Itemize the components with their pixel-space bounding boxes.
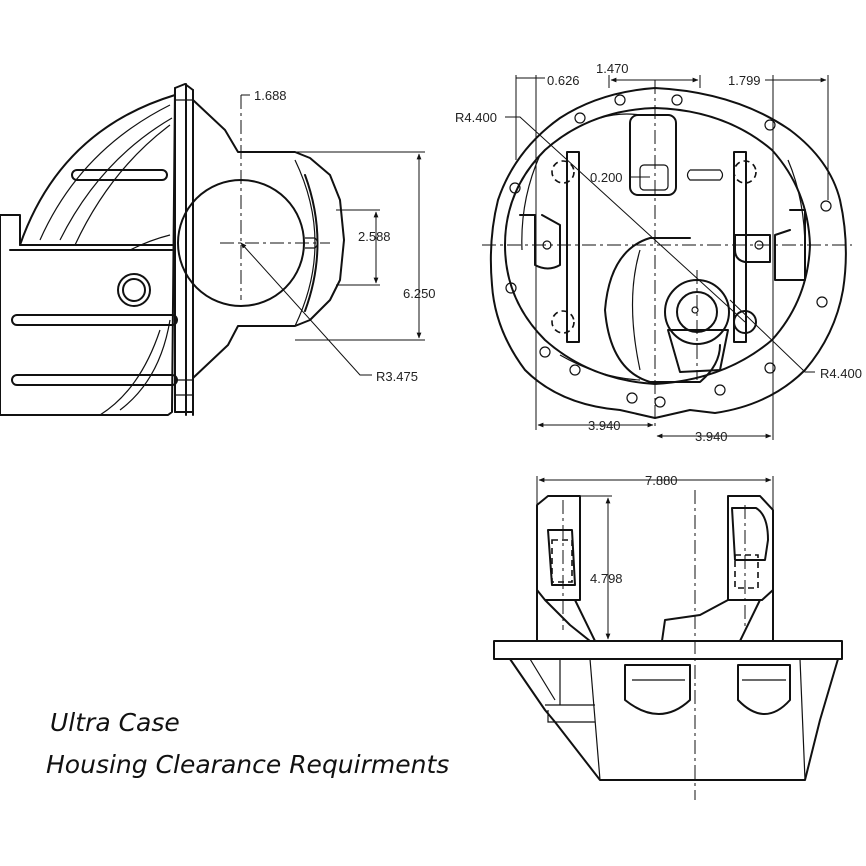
side-rib-lower2	[11, 374, 178, 386]
dim-4798-label: 4.798	[590, 571, 623, 586]
side-curves	[99, 234, 171, 416]
front-right-boss	[774, 209, 806, 281]
dashed-hole-1	[551, 160, 575, 184]
top-left-tower-cap	[547, 529, 576, 586]
front-differential	[604, 237, 721, 383]
side-housing-outline	[0, 83, 345, 416]
caption-title: Ultra Case	[50, 708, 180, 737]
side-rib-arcs	[39, 104, 173, 246]
drain-plug-inner	[122, 278, 146, 302]
dim-2588-label: 2.588	[358, 229, 391, 244]
side-view: 1.688 2.588 6.250 R3.475	[0, 83, 436, 416]
top-right-tower	[661, 495, 774, 642]
dim-leader-r3475	[240, 242, 372, 376]
side-rib-lower1	[11, 314, 178, 326]
side-rib-upper1	[71, 169, 168, 181]
drain-plug-outer	[117, 273, 151, 307]
front-left-boss	[519, 214, 561, 270]
dim-6250-label: 6.250	[403, 286, 436, 301]
dim-0200-label: 0.200	[590, 170, 623, 185]
front-differential-inner	[631, 249, 641, 371]
front-housing-outline	[489, 87, 847, 419]
side-flange	[174, 83, 194, 416]
dim-1688-label: 1.688	[254, 88, 287, 103]
dim-3940-left-label: 3.940	[588, 418, 621, 433]
front-top-window	[629, 114, 677, 196]
dim-r4400-bot-label: R4.400	[820, 366, 862, 381]
caption-subtitle: Housing Clearance Requirments	[46, 750, 450, 779]
dim-7880-label: 7.880	[645, 473, 678, 488]
front-right-tab	[734, 234, 771, 263]
dim-1799-label: 1.799	[728, 73, 761, 88]
top-left-tower	[536, 495, 596, 642]
dim-r4400-top-label: R4.400	[455, 110, 497, 125]
front-view: 0.626 1.470 1.799 R4.400 R4.400 0.200 3.…	[455, 61, 862, 444]
dim-r4400-top-leader	[505, 116, 746, 323]
front-small-circle	[733, 310, 757, 334]
top-body-lower	[509, 658, 839, 781]
dim-r3475-label: R3.475	[376, 369, 418, 384]
top-view: 7.880 4.798	[493, 473, 843, 800]
dashed-hole-3	[551, 310, 575, 334]
top-right-tower-cap	[731, 507, 769, 561]
front-top-right-slot	[686, 169, 724, 181]
top-window-right	[737, 664, 791, 715]
dim-1470-label: 1.470	[596, 61, 629, 76]
front-left-post	[566, 151, 580, 343]
top-right-hidden-bolt	[734, 554, 759, 589]
dim-0626-label: 0.626	[547, 73, 580, 88]
top-left-hidden-bolt	[551, 539, 573, 583]
front-cover-lines	[521, 113, 806, 381]
side-rib-top	[9, 244, 176, 251]
dim-3940-right-label: 3.940	[695, 429, 728, 444]
dashed-hole-2	[733, 160, 757, 184]
side-small-boss	[305, 237, 319, 249]
dim-r4400-bot-leader	[729, 299, 815, 373]
top-flange	[493, 640, 843, 660]
top-window-left	[624, 664, 691, 715]
pinion-yoke	[667, 329, 729, 373]
top-body-lines	[529, 658, 806, 781]
